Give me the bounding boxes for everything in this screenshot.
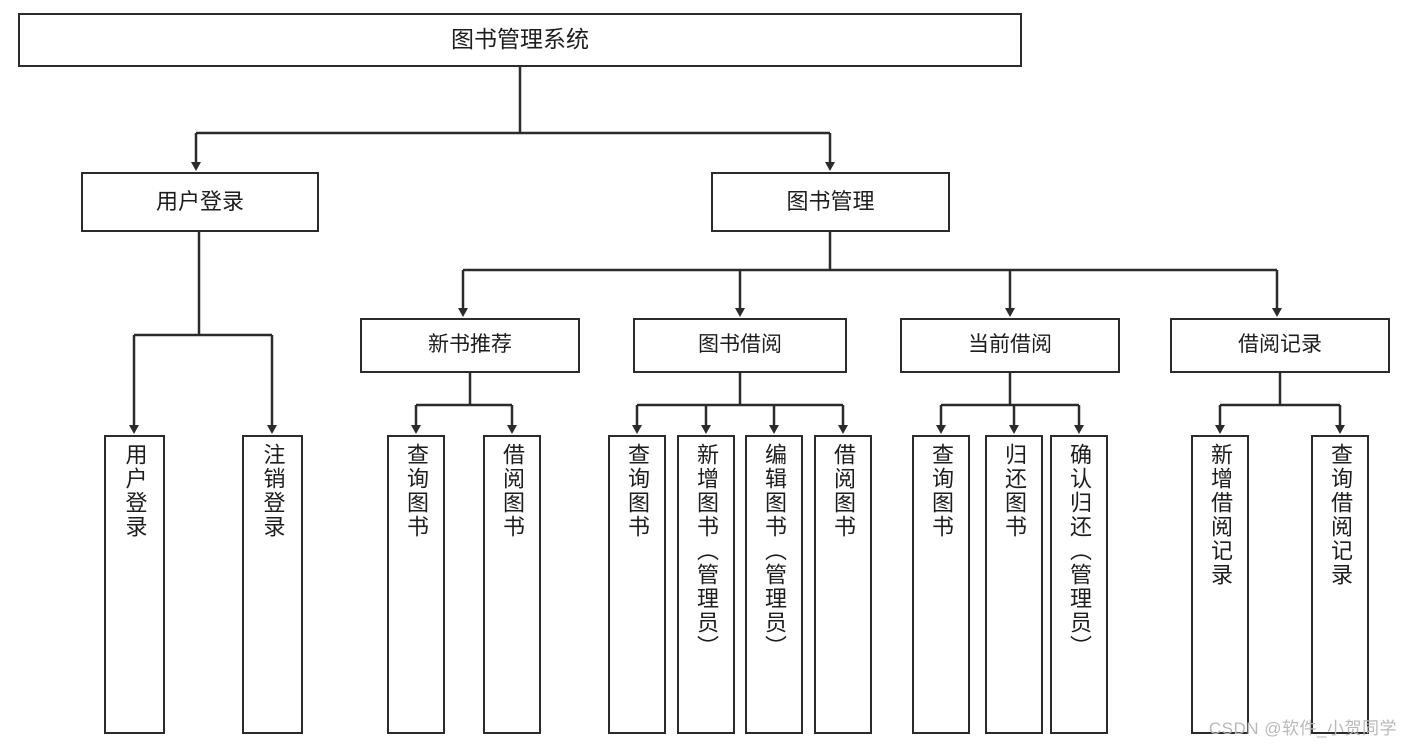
node-label: 借阅记录	[1238, 333, 1322, 357]
root-node-book-management-system[interactable]: 图书管理系统	[18, 13, 1022, 67]
node-label: 用户登录	[122, 443, 148, 539]
node-label: 用户登录	[155, 189, 244, 215]
leaf-node-11[interactable]: 确认归还（管理员）	[1050, 435, 1108, 734]
node-label: 当前借阅	[968, 333, 1052, 357]
node-label: 图书管理	[786, 189, 875, 215]
node-label: 图书管理系统	[451, 26, 589, 53]
level3-node-3[interactable]: 当前借阅	[900, 318, 1120, 373]
node-label: 借阅图书	[500, 443, 525, 539]
node-label: 查询图书	[404, 443, 429, 539]
node-label: 借阅图书	[831, 443, 856, 539]
leaf-node-3[interactable]: 查询图书	[387, 435, 445, 734]
node-label: 查询借阅记录	[1328, 443, 1353, 587]
node-label: 归还图书	[1002, 443, 1027, 539]
watermark: CSDN @软件_小贺同学	[1208, 719, 1397, 738]
node-label: 图书借阅	[698, 333, 782, 357]
leaf-node-2[interactable]: 注销登录	[242, 435, 303, 734]
leaf-node-6[interactable]: 新增图书（管理员）	[677, 435, 735, 734]
leaf-node-8[interactable]: 借阅图书	[814, 435, 872, 734]
leaf-node-5[interactable]: 查询图书	[608, 435, 666, 734]
leaf-node-13[interactable]: 查询借阅记录	[1311, 435, 1369, 734]
level2-node-2[interactable]: 图书管理	[711, 172, 950, 232]
leaf-node-9[interactable]: 查询图书	[912, 435, 970, 734]
leaf-node-10[interactable]: 归还图书	[985, 435, 1043, 734]
leaf-node-1[interactable]: 用户登录	[104, 435, 165, 734]
leaf-node-4[interactable]: 借阅图书	[483, 435, 541, 734]
node-label: 新书推荐	[428, 333, 512, 357]
leaf-node-12[interactable]: 新增借阅记录	[1191, 435, 1249, 734]
node-label: 注销登录	[260, 443, 286, 539]
node-label: 编辑图书（管理员）	[762, 443, 787, 659]
node-label: 新增借阅记录	[1208, 443, 1233, 587]
node-label: 确认归还（管理员）	[1067, 443, 1092, 659]
level3-node-2[interactable]: 图书借阅	[633, 318, 847, 373]
level2-node-1[interactable]: 用户登录	[81, 172, 319, 232]
node-label: 查询图书	[929, 443, 954, 539]
leaf-node-7[interactable]: 编辑图书（管理员）	[745, 435, 803, 734]
level3-node-4[interactable]: 借阅记录	[1170, 318, 1390, 373]
level3-node-1[interactable]: 新书推荐	[360, 318, 580, 373]
node-label: 查询图书	[625, 443, 650, 539]
node-label: 新增图书（管理员）	[694, 443, 719, 659]
